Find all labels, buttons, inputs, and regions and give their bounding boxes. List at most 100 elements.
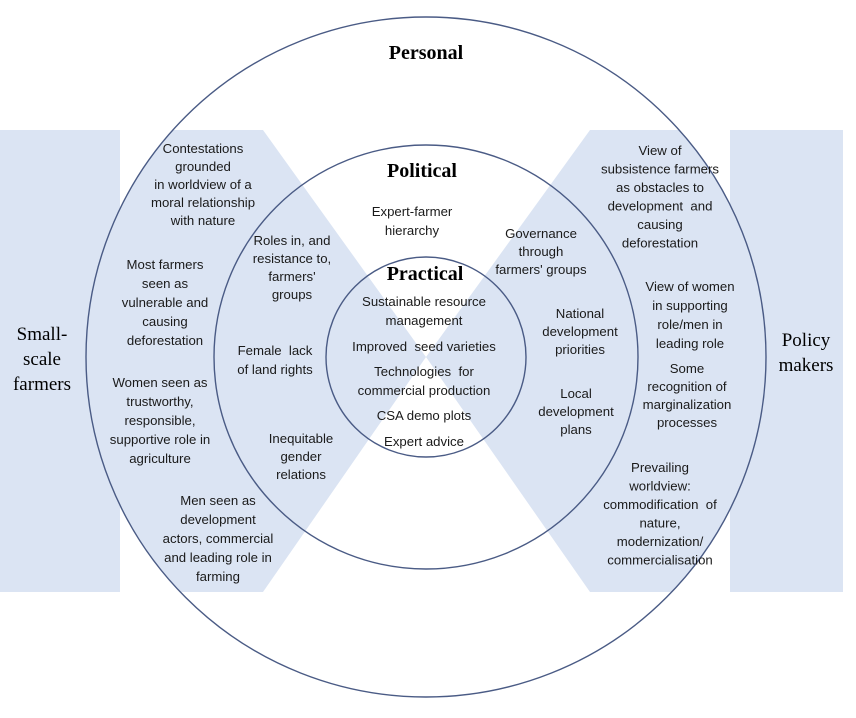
text-view-subsistence-farmers-line: development and: [608, 199, 713, 214]
text-prevailing-worldview-line: Prevailing: [631, 460, 689, 475]
text-view-subsistence-farmers-line: deforestation: [622, 236, 698, 251]
text-roles-farmers-groups-line: groups: [272, 287, 313, 302]
text-most-farmers-line: causing: [142, 314, 187, 329]
text-most-farmers-line: Most farmers: [127, 257, 204, 272]
text-national-priorities-line: priorities: [555, 342, 605, 357]
text-most-farmers-line: vulnerable and: [122, 295, 209, 310]
practical-item-technologies: Technologies for commercial production: [358, 364, 491, 398]
text-contestations-line: in worldview of a: [154, 177, 252, 192]
left-band-outside: [0, 130, 120, 592]
text-local-plans-line: Local: [560, 386, 592, 401]
heading-practical: Practical: [387, 263, 464, 285]
text-men-seen-line: development: [180, 512, 256, 527]
text-national-priorities-line: National: [556, 306, 604, 321]
text-local-plans-line: development: [538, 404, 614, 419]
right-band-x: [426, 130, 766, 592]
practical-item-sustainable-resource-line: management: [386, 313, 463, 328]
text-view-subsistence-farmers: View of subsistence farmers as obstacles t…: [601, 143, 719, 251]
text-view-subsistence-farmers-line: as obstacles to: [616, 180, 704, 195]
practical-item-technologies-line: Technologies for: [374, 364, 474, 379]
text-contestations-line: grounded: [175, 159, 231, 174]
text-recognition-marginalization-line: Some: [670, 361, 704, 376]
text-female-land-rights-line: of land rights: [237, 362, 313, 377]
text-prevailing-worldview-line: commercialisation: [607, 553, 713, 568]
text-men-seen-line: and leading role in: [164, 550, 272, 565]
text-view-of-women-line: in supporting: [652, 298, 728, 313]
text-governance-farmers-groups-line: through: [519, 244, 564, 259]
text-prevailing-worldview-line: commodification of: [603, 497, 717, 512]
text-prevailing-worldview-line: worldview:: [628, 479, 691, 494]
text-contestations-line: Contestations: [163, 141, 244, 156]
text-national-priorities: National development priorities: [542, 306, 618, 357]
text-inequitable-gender-line: gender: [280, 449, 322, 464]
side-label-policy-makers-line: makers: [779, 355, 834, 376]
text-inequitable-gender-line: relations: [276, 467, 326, 482]
text-most-farmers-line: seen as: [142, 276, 189, 291]
heading-political: Political: [387, 160, 457, 182]
personal-ring: [85, 16, 767, 698]
text-women-seen-line: responsible,: [124, 413, 195, 428]
text-men-seen-line: Men seen as: [180, 493, 256, 508]
text-inequitable-gender-line: Inequitable: [269, 431, 334, 446]
practical-item-improved-seed: Improved seed varieties: [352, 339, 496, 354]
side-label-small-scale-farmers-line: Small-: [17, 324, 68, 345]
side-label-small-scale-farmers-line: scale: [23, 349, 61, 370]
text-roles-farmers-groups-line: farmers': [268, 269, 315, 284]
practical-ring: [325, 256, 527, 458]
text-expert-farmer-hierarchy-line: hierarchy: [385, 223, 440, 238]
text-view-of-women-line: role/men in: [657, 317, 722, 332]
practical-item-csa-demo-plots-line: CSA demo plots: [377, 408, 472, 423]
text-contestations-line: with nature: [170, 213, 236, 228]
text-female-land-rights-line: Female lack: [238, 343, 313, 358]
political-ring: [213, 144, 639, 570]
text-view-of-women-line: leading role: [656, 336, 724, 351]
text-contestations-line: moral relationship: [151, 195, 255, 210]
text-view-of-women: View of women in supporting role/men in lea…: [645, 279, 734, 351]
text-women-seen-line: agriculture: [129, 451, 191, 466]
text-expert-farmer-hierarchy-line: Expert-farmer: [372, 204, 453, 219]
text-men-seen-line: actors, commercial: [163, 531, 274, 546]
right-band-outside: [730, 130, 843, 592]
text-roles-farmers-groups: Roles in, and resistance to, farmers' group…: [253, 233, 331, 302]
text-local-plans-line: plans: [560, 422, 592, 437]
text-governance-farmers-groups-line: Governance: [505, 226, 577, 241]
text-expert-farmer-hierarchy: Expert-farmer hierarchy: [372, 204, 453, 238]
text-inequitable-gender: Inequitable gender relations: [269, 431, 334, 482]
text-most-farmers-line: deforestation: [127, 333, 203, 348]
text-view-subsistence-farmers-line: subsistence farmers: [601, 162, 719, 177]
text-women-seen-line: Women seen as: [112, 375, 207, 390]
text-view-subsistence-farmers-line: View of: [638, 143, 681, 158]
practical-item-expert-advice: Expert advice: [384, 434, 464, 449]
text-female-land-rights: Female lack of land rights: [237, 343, 313, 377]
text-men-seen: Men seen as development actors, commercial…: [163, 493, 274, 584]
text-prevailing-worldview-line: nature,: [639, 516, 680, 531]
text-women-seen-line: supportive role in: [110, 432, 210, 447]
text-recognition-marginalization: Some recognition of marginalization process…: [643, 361, 732, 430]
practical-item-sustainable-resource-line: Sustainable resource: [362, 294, 486, 309]
practical-item-technologies-line: commercial production: [358, 383, 491, 398]
text-women-seen-line: trustworthy,: [126, 394, 193, 409]
text-view-of-women-line: View of women: [645, 279, 734, 294]
text-recognition-marginalization-line: processes: [657, 415, 718, 430]
text-governance-farmers-groups: Governance through farmers' groups: [495, 226, 587, 277]
text-governance-farmers-groups-line: farmers' groups: [495, 262, 587, 277]
side-label-policy-makers-line: Policy: [782, 330, 831, 351]
text-local-plans: Local development plans: [538, 386, 614, 437]
text-roles-farmers-groups-line: resistance to,: [253, 251, 331, 266]
heading-personal: Personal: [389, 42, 464, 64]
side-label-policy-makers: Policy makers: [779, 330, 834, 376]
text-recognition-marginalization-line: marginalization: [643, 397, 732, 412]
practical-item-expert-advice-line: Expert advice: [384, 434, 464, 449]
text-most-farmers: Most farmers seen as vulnerable and causing…: [122, 257, 209, 348]
text-view-subsistence-farmers-line: causing: [637, 217, 682, 232]
text-roles-farmers-groups-line: Roles in, and: [254, 233, 331, 248]
text-recognition-marginalization-line: recognition of: [647, 379, 727, 394]
practical-item-csa-demo-plots: CSA demo plots: [377, 408, 472, 423]
text-prevailing-worldview-line: modernization/: [617, 534, 704, 549]
text-men-seen-line: farming: [196, 569, 240, 584]
practical-item-improved-seed-line: Improved seed varieties: [352, 339, 496, 354]
text-contestations: Contestations grounded in worldview of a mo…: [151, 141, 255, 228]
text-national-priorities-line: development: [542, 324, 618, 339]
